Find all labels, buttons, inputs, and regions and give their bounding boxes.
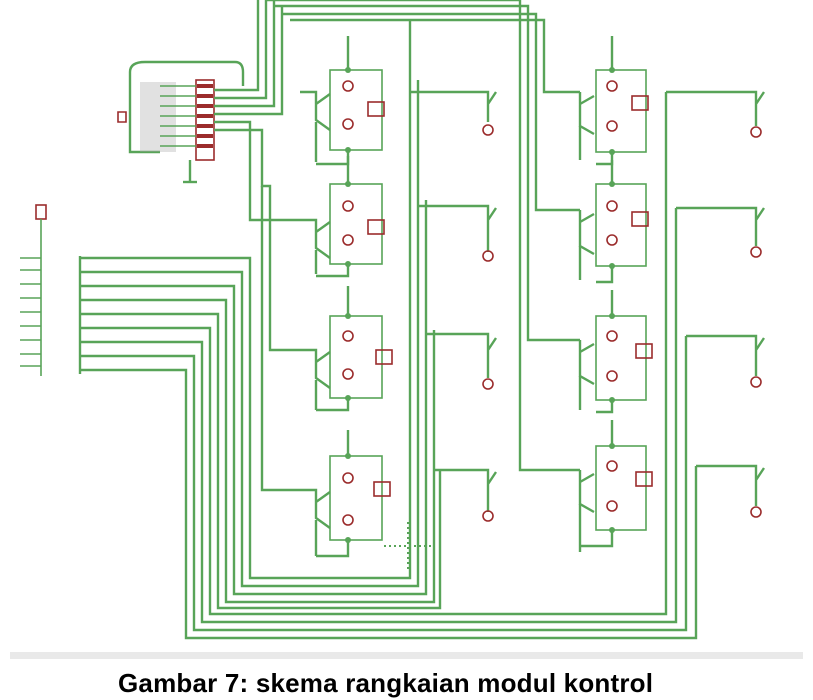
relay-module-right-4 bbox=[578, 420, 653, 552]
caption-text: Gambar 7: skema rangkaian modul kontrol bbox=[118, 668, 654, 698]
relay-module-left-1 bbox=[300, 36, 385, 166]
left-connectors bbox=[20, 204, 82, 376]
top-bus bbox=[248, 0, 580, 492]
relay-module-left-2 bbox=[300, 156, 385, 278]
caption-divider bbox=[10, 652, 803, 659]
relay-module-right-2 bbox=[578, 160, 649, 284]
relay-module-right-3 bbox=[578, 290, 653, 414]
lower-bus bbox=[80, 20, 740, 640]
output-switch-symbols bbox=[470, 90, 765, 522]
relay-module-left-4 bbox=[300, 430, 391, 558]
circuit-schematic bbox=[20, 0, 765, 640]
figure-caption: Gambar 7: skema rangkaian modul kontrol bbox=[0, 662, 813, 700]
relay-module-right-1 bbox=[578, 36, 649, 166]
origin-crosshair bbox=[384, 522, 432, 570]
relay-module-left-3 bbox=[300, 286, 393, 412]
microcontroller-header bbox=[117, 0, 284, 184]
